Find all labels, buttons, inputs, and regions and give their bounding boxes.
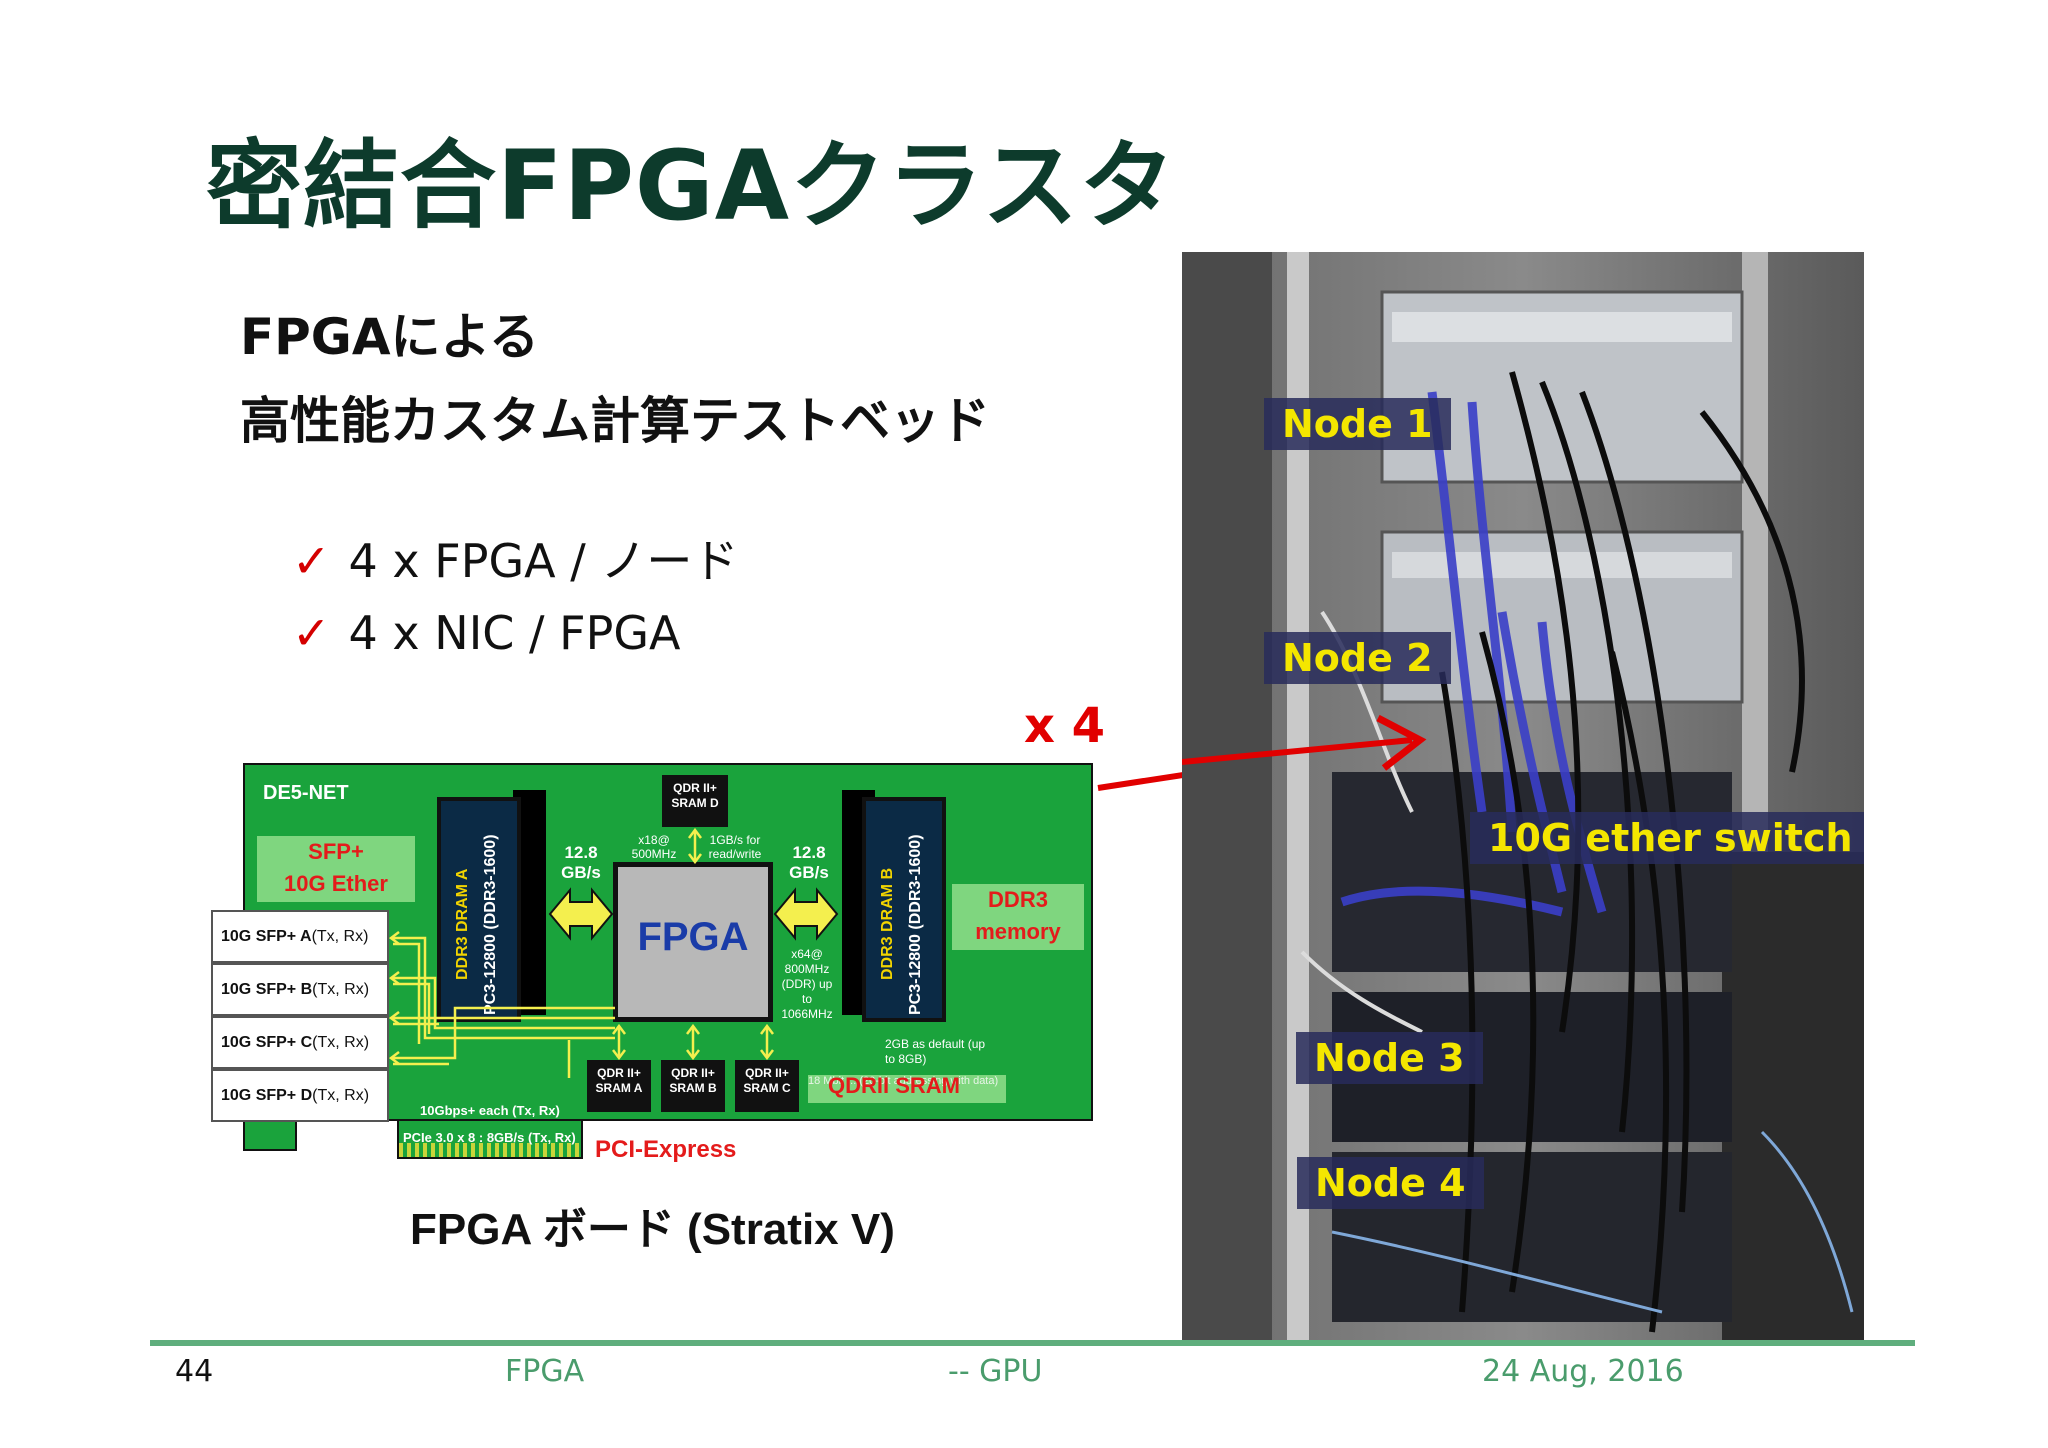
dram-a-module	[437, 797, 521, 1022]
sfp-port-name: 10G SFP+ D	[221, 1087, 313, 1104]
ddr3-tag-line-2: memory	[975, 919, 1061, 944]
pcie-label: PCI-Express	[595, 1136, 737, 1163]
ddr3-memory-tag: DDR3 memory	[952, 884, 1084, 950]
page-number: 44	[175, 1354, 214, 1389]
node-2-label: Node 2	[1264, 632, 1451, 684]
switch-label: 10G ether switch	[1470, 812, 1864, 864]
sfp-port-d: 10G SFP+ D(Tx, Rx)	[211, 1069, 389, 1122]
sfp-port-suffix: (Tx, Rx)	[311, 928, 369, 945]
board-caption: FPGA ボード (Stratix V)	[410, 1205, 895, 1254]
footer-center-text: -- GPU	[948, 1354, 1043, 1389]
pcie-spec-label: PCIe 3.0 x 8 : 8GB/s (Tx, Rx)	[403, 1130, 576, 1145]
footer-left-text: FPGA	[505, 1354, 585, 1389]
bw-left-label: 12.8 GB/s	[561, 843, 601, 882]
pcie-connector	[397, 1121, 583, 1159]
sfp-port-b: 10G SFP+ B(Tx, Rx)	[211, 963, 389, 1016]
sfp-port-suffix: (Tx, Rx)	[312, 1034, 370, 1051]
fpga-chip	[613, 862, 773, 1022]
sfp-port-suffix: (Tx, Rx)	[312, 1087, 370, 1104]
bus-arrow-left	[548, 887, 614, 941]
check-icon: ✓	[292, 606, 331, 660]
sfp-port-c: 10G SFP+ C(Tx, Rx)	[211, 1016, 389, 1069]
dram-b-label: DDR3 DRAM B	[879, 868, 896, 980]
rack-photo: Node 1 Node 2 10G ether switch Node 3 No…	[1182, 252, 1864, 1344]
sram-d-bandwidth: 1GB/s for read/write	[708, 833, 762, 861]
sfp-port-suffix: (Tx, Rx)	[312, 981, 370, 998]
sfp-tag-line-2: 10G Ether	[284, 871, 388, 896]
sram-d-chip: QDR II+ SRAM D	[662, 775, 728, 827]
sram-c-chip: QDR II+ SRAM C	[735, 1060, 799, 1112]
node-4-label: Node 4	[1297, 1157, 1484, 1209]
fpga-chip-label: FPGA	[637, 915, 749, 959]
board-name: DE5-NET	[263, 782, 349, 804]
sfp-ether-tag: SFP+ 10G Ether	[257, 836, 415, 902]
qdr-sram-tag: QDRII SRAM	[828, 1073, 960, 1098]
slide-subtitle: FPGAによる 高性能カスタム計算テストベッド	[240, 295, 990, 463]
sfp-speed-label: 10Gbps+ each (Tx, Rx)	[420, 1103, 560, 1118]
subtitle-line-1: FPGAによる	[240, 308, 540, 366]
sram-b-chip: QDR II+ SRAM B	[661, 1060, 725, 1112]
sram-d-arrow	[688, 828, 702, 864]
dram-b-module	[862, 797, 946, 1022]
node-3-label: Node 3	[1296, 1032, 1483, 1084]
bullet-item: ✓ 4 x NIC / FPGA	[292, 597, 738, 669]
dram-b-spec: PC3-12800 (DDR3-1600)	[907, 834, 924, 1015]
node-1-label: Node 1	[1264, 398, 1451, 450]
bullet-text: 4 x FPGA / ノード	[348, 534, 739, 588]
bullet-text: 4 x NIC / FPGA	[348, 606, 681, 660]
sfp-port-name: 10G SFP+ A	[221, 928, 312, 945]
ddr3-tag-line-1: DDR3	[988, 887, 1048, 912]
qdr-note: 18 Mbit ... (20-bit addressing with data…	[808, 1075, 1006, 1103]
ddr-rate-note: x64@ 800MHz (DDR) up to 1066MHz	[781, 947, 833, 1021]
pointer-arrow-node2	[1182, 714, 1427, 771]
bullet-list: ✓ 4 x FPGA / ノード ✓ 4 x NIC / FPGA	[292, 525, 738, 669]
ddr-default-note: 2GB as default (up to 8GB)	[885, 1037, 986, 1066]
subtitle-line-2: 高性能カスタム計算テストベッド	[240, 392, 990, 450]
multiplier-label: x 4	[1024, 698, 1106, 754]
sfp-bracket	[243, 1121, 297, 1151]
sfp-port-name: 10G SFP+ C	[221, 1034, 313, 1051]
sfp-port-a: 10G SFP+ A(Tx, Rx)	[211, 910, 389, 963]
sfp-port-name: 10G SFP+ B	[221, 981, 313, 998]
slide-title: 密結合FPGAクラスタ	[206, 130, 1177, 242]
sram-d-rate: x18@ 500MHz	[631, 833, 677, 861]
bus-arrow-right	[773, 887, 839, 941]
bw-right-label: 12.8 GB/s	[789, 843, 829, 882]
sram-a-chip: QDR II+ SRAM A	[587, 1060, 651, 1112]
bullet-item: ✓ 4 x FPGA / ノード	[292, 525, 738, 597]
check-icon: ✓	[292, 534, 331, 588]
footer-rule	[150, 1340, 1915, 1346]
sram-abc-arrows	[612, 1024, 774, 1060]
sfp-signal-lines	[389, 931, 615, 1078]
sfp-tag-line-1: SFP+	[308, 839, 364, 864]
footer-date: 24 Aug, 2016	[1482, 1354, 1684, 1389]
